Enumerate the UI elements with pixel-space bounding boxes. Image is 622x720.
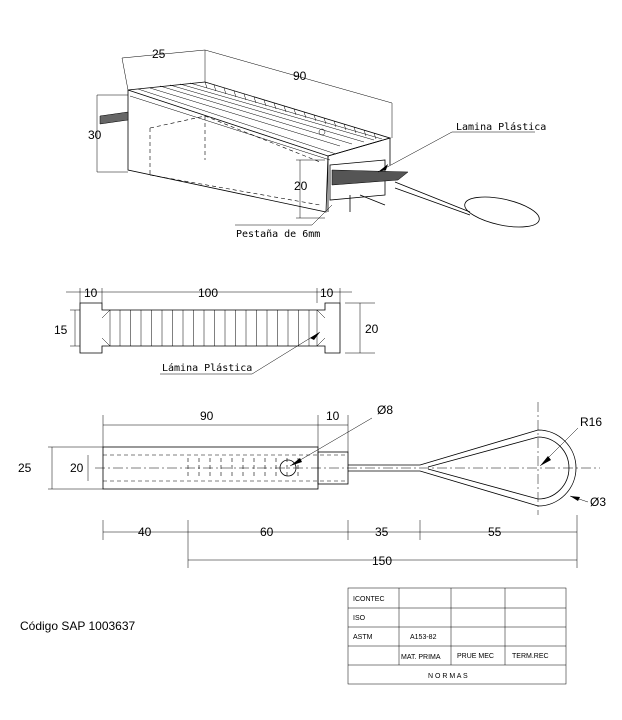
iso-label-flange: Pestaña de 6mm <box>236 229 320 240</box>
iso-dim-inner: 20 <box>294 179 308 193</box>
side-view: 90 10 Ø8 R16 Ø3 25 20 40 60 35 55 150 <box>18 402 606 568</box>
norms-table: ICONTEC ISO ASTM A153-82 MAT. PRIMA PRUE… <box>347 587 567 685</box>
side-dim-total: 150 <box>372 554 392 568</box>
sap-code: Código SAP 1003637 <box>20 619 136 633</box>
side-dim-seg3: 35 <box>375 525 389 539</box>
side-dim-seg4: 55 <box>488 525 502 539</box>
top-dim-h-left: 15 <box>54 323 68 337</box>
side-dim-seg2: 60 <box>260 525 274 539</box>
top-dim-left: 10 <box>84 286 98 300</box>
norms-row-iso: ISO <box>353 615 366 622</box>
norms-footer: N O R M A S <box>428 673 468 680</box>
side-dim-inner-h: 20 <box>70 461 84 475</box>
top-dim-mid: 100 <box>198 286 218 300</box>
top-view: 10 100 10 15 20 Lámina Plástica <box>54 286 379 375</box>
top-dim-right: 10 <box>320 286 334 300</box>
top-dim-h-right: 20 <box>365 322 379 336</box>
side-dim-outer-h: 25 <box>18 461 32 475</box>
side-dim-hole: Ø8 <box>377 403 393 417</box>
norms-header-mat: MAT. PRIMA <box>401 654 441 661</box>
side-dim-end: 10 <box>326 409 340 423</box>
side-dim-wire: Ø3 <box>590 495 606 509</box>
top-label-plastic: Lámina Plástica <box>162 362 252 374</box>
side-dim-seg1: 40 <box>138 525 152 539</box>
iso-dim-height: 30 <box>88 128 102 142</box>
norms-header-prue: PRUE MEC <box>457 653 494 660</box>
side-dim-radius: R16 <box>580 415 602 429</box>
isometric-view: 25 90 30 20 Lamina Plástica Pestaña de 6… <box>88 47 546 240</box>
norms-row-icontec: ICONTEC <box>353 596 385 603</box>
iso-label-plastic: Lamina Plástica <box>456 121 546 133</box>
norms-row-astm: ASTM <box>353 634 373 641</box>
norms-header-term: TERM.REC <box>512 653 549 660</box>
side-dim-body: 90 <box>200 409 214 423</box>
iso-dim-width: 25 <box>152 47 166 61</box>
norms-astm-value: A153-82 <box>410 634 437 641</box>
iso-dim-length: 90 <box>293 69 307 83</box>
